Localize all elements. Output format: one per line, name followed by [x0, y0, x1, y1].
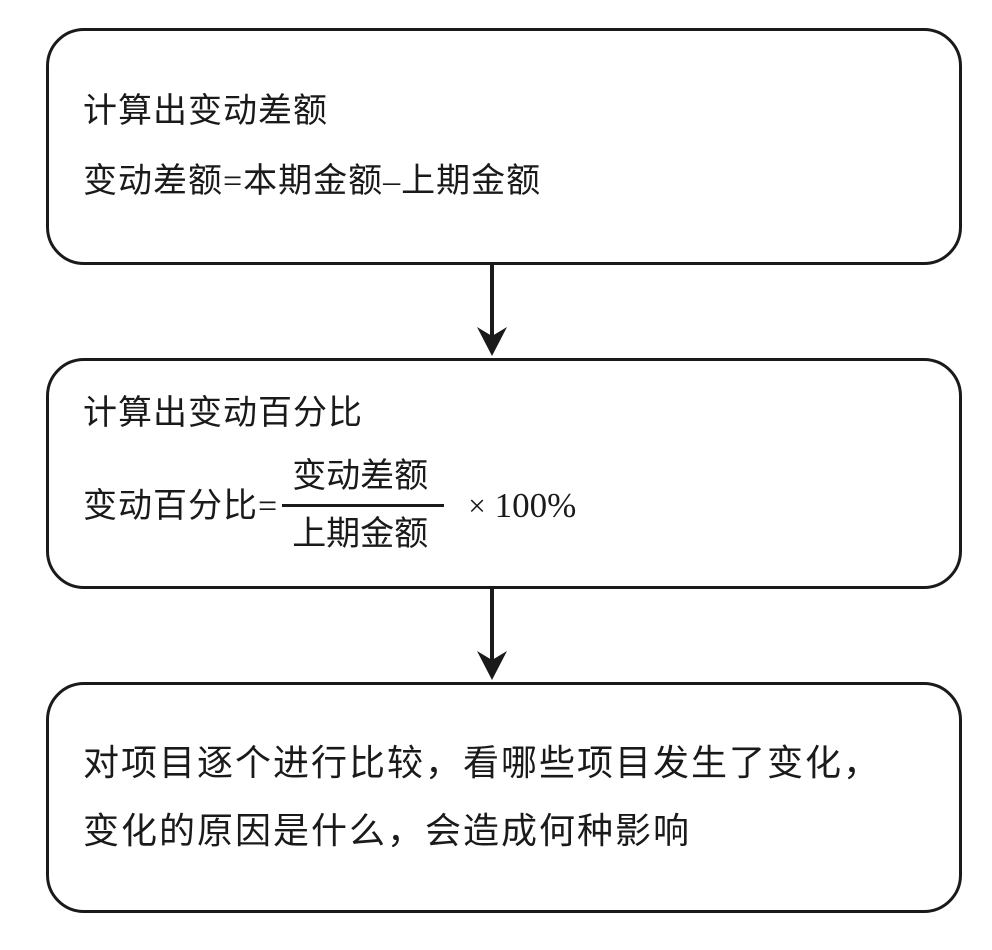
step-1-line-1: 计算出变动差额 [83, 92, 328, 130]
arrow-down-step1-step2 [477, 264, 507, 356]
formula-fraction: 变动差额 上期金额 [282, 458, 445, 553]
step-2-title: 计算出变动百分比 [83, 395, 363, 433]
step-3-line-1: 对项目逐个进行比较，看哪些项目发生了变化， [83, 743, 882, 784]
flow-box-step-1: 计算出变动差额 变动差额=本期金额–上期金额 [46, 28, 962, 265]
flow-box-step-3: 对项目逐个进行比较，看哪些项目发生了变化， 变化的原因是什么，会造成何种影响 [46, 682, 962, 913]
multiply-operand: 100% [494, 486, 577, 526]
arrow-head-icon [477, 327, 507, 356]
formula-lhs: 变动百分比= [83, 487, 279, 525]
arrow-down-step2-step3 [477, 588, 507, 680]
flow-box-step-2: 计算出变动百分比 变动百分比= 变动差额 上期金额 × 100% [46, 358, 962, 589]
step-3-line-2: 变化的原因是什么，会造成何种影响 [83, 810, 692, 851]
fraction-denominator: 上期金额 [282, 504, 445, 553]
arrow-head-icon [477, 651, 507, 680]
step-1-line-2: 变动差额=本期金额–上期金额 [83, 163, 542, 200]
multiply-sign: × [468, 488, 486, 524]
step-2-formula: 变动百分比= 变动差额 上期金额 × 100% [83, 459, 925, 552]
fraction-numerator: 变动差额 [292, 458, 429, 496]
